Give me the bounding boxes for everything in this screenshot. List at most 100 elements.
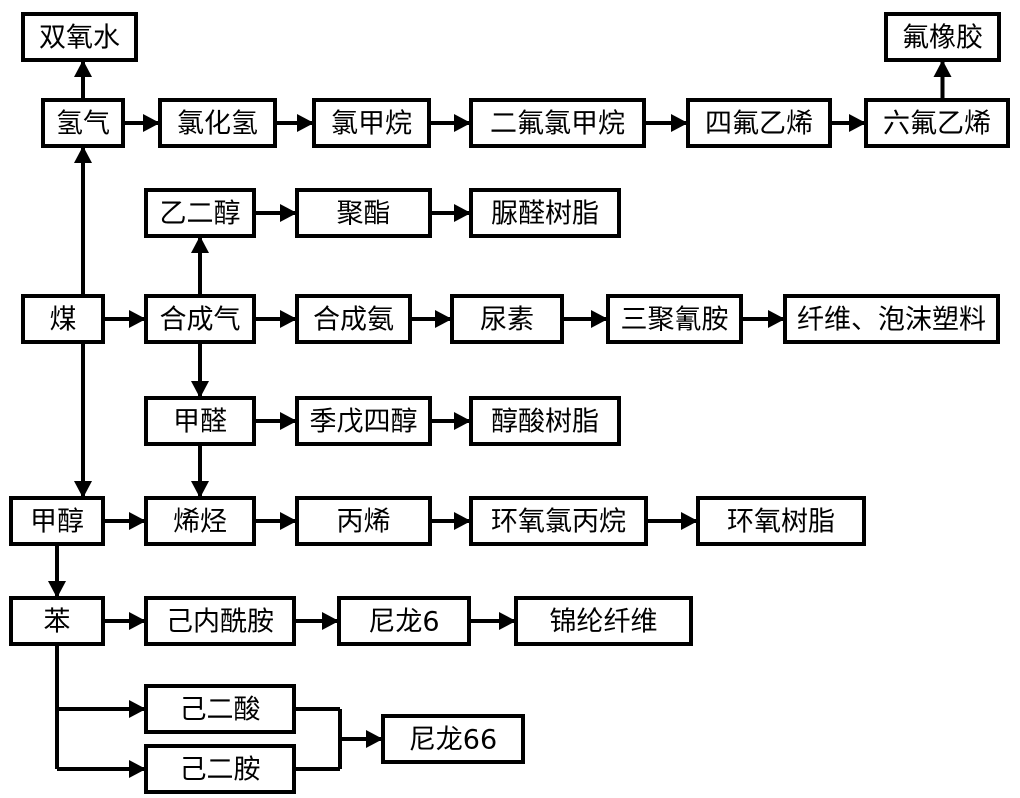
node-h2o2[interactable]: 双氧水 [21,12,138,62]
node-box[interactable] [21,12,138,62]
node-box[interactable] [295,396,432,446]
node-box[interactable] [295,496,432,546]
node-box[interactable] [295,294,412,344]
node-melamine[interactable]: 三聚氰胺 [606,294,743,344]
node-urea[interactable]: 尿素 [450,294,564,344]
edge-e_penta_alkyd-arrow-icon [454,412,471,430]
node-box[interactable] [469,396,621,446]
node-label: 三聚氰胺 [621,305,729,336]
node-label: 烯烃 [173,507,227,538]
node-box[interactable] [144,684,296,734]
node-hmda[interactable]: 己二胺 [144,744,296,794]
node-box[interactable] [606,294,743,344]
node-box[interactable] [514,596,693,646]
node-fiber_foam[interactable]: 纤维、泡沫塑料 [783,294,1000,344]
node-box[interactable] [144,294,256,344]
node-nylon6[interactable]: 尼龙6 [337,596,471,646]
node-box[interactable] [9,496,105,546]
node-box[interactable] [21,294,105,344]
node-box[interactable] [381,714,525,764]
node-label: 聚酯 [337,199,391,230]
edge-e_benzene_hmda-arrow-icon [129,760,146,778]
node-hfp[interactable]: 六氟乙烯 [864,98,1010,148]
node-fkm[interactable]: 氟橡胶 [884,12,1001,62]
node-label: 双氧水 [39,23,120,54]
node-label: 氯甲烷 [331,109,412,140]
node-label: 纤维、泡沫塑料 [797,305,986,336]
node-chloromethane[interactable]: 氯甲烷 [312,98,431,148]
node-box[interactable] [696,496,866,546]
node-hydrogen[interactable]: 氢气 [41,98,125,148]
node-label: 煤 [50,305,77,336]
node-label: 二氟氯甲烷 [490,109,625,140]
node-eg[interactable]: 乙二醇 [144,188,256,238]
node-label: 醇酸树脂 [491,407,599,438]
edge-e_tfe_hfp-arrow-icon [849,114,866,132]
node-hcl[interactable]: 氯化氢 [158,98,277,148]
node-label: 环氧氯丙烷 [491,507,626,538]
node-box[interactable] [884,12,1001,62]
node-olefin[interactable]: 烯烃 [144,496,256,546]
node-propylene[interactable]: 丙烯 [295,496,432,546]
node-box[interactable] [144,744,296,794]
node-label: 尼龙6 [368,607,439,638]
edge-e_benzene_adipic-arrow-icon [129,700,146,718]
node-box[interactable] [337,596,471,646]
node-box[interactable] [144,596,296,646]
node-hcfc22[interactable]: 二氟氯甲烷 [469,98,646,148]
node-label: 氢气 [56,109,110,140]
node-box[interactable] [469,98,646,148]
node-box[interactable] [469,496,648,546]
node-box[interactable] [144,188,256,238]
node-box[interactable] [864,98,1010,148]
node-box[interactable] [450,294,564,344]
node-pentaerythritol[interactable]: 季戊四醇 [295,396,432,446]
node-tfe[interactable]: 四氟乙烯 [686,98,832,148]
node-ech[interactable]: 环氧氯丙烷 [469,496,648,546]
node-nylon_fiber[interactable]: 锦纶纤维 [514,596,693,646]
node-polyester[interactable]: 聚酯 [295,188,432,238]
edge-e_merge_nylon66-arrow-icon [366,730,383,748]
node-methanol[interactable]: 甲醇 [9,496,105,546]
node-box[interactable] [41,98,125,148]
node-box[interactable] [158,98,277,148]
edge-e_h2_h2o2-arrow-icon [74,60,92,77]
node-box[interactable] [9,596,105,646]
node-syngas[interactable]: 合成气 [144,294,256,344]
edge-e_syngas_ch2o-arrow-icon [191,381,209,398]
node-formaldehyde[interactable]: 甲醛 [144,396,256,446]
node-adipic_acid[interactable]: 己二酸 [144,684,296,734]
node-box[interactable] [144,496,256,546]
node-label: 合成氨 [313,305,394,336]
node-box[interactable] [312,98,431,148]
node-label: 苯 [44,607,71,638]
edge-e_meoh_benzene-arrow-icon [48,581,66,598]
edges-layer [48,60,952,778]
edge-e_ch2o_penta-arrow-icon [280,412,297,430]
edge-e_hfp_fkm-arrow-icon [933,60,952,77]
node-label: 己二胺 [180,755,261,786]
node-epoxy_resin[interactable]: 环氧树脂 [696,496,866,546]
node-label: 环氧树脂 [727,507,835,538]
node-box[interactable] [144,396,256,446]
node-ammonia[interactable]: 合成氨 [295,294,412,344]
node-nylon66[interactable]: 尼龙66 [381,714,525,764]
node-box[interactable] [783,294,1000,344]
node-box[interactable] [686,98,832,148]
edge-e_coal_methanol-arrow-icon [74,481,92,498]
edge-e_ech_epoxy-arrow-icon [681,512,698,530]
node-benzene[interactable]: 苯 [9,596,105,646]
node-coal[interactable]: 煤 [21,294,105,344]
node-alkyd_resin[interactable]: 醇酸树脂 [469,396,621,446]
node-box[interactable] [469,188,621,238]
node-label: 尼龙66 [409,725,497,756]
edge-e_syngas_eg-arrow-icon [191,236,209,253]
node-caprolactam[interactable]: 己内酰胺 [144,596,296,646]
node-label: 甲醛 [173,407,227,438]
node-box[interactable] [295,188,432,238]
node-label: 六氟乙烯 [883,109,991,140]
edge-e_h2_hcl-arrow-icon [143,114,160,132]
node-uf_resin[interactable]: 脲醛树脂 [469,188,621,238]
